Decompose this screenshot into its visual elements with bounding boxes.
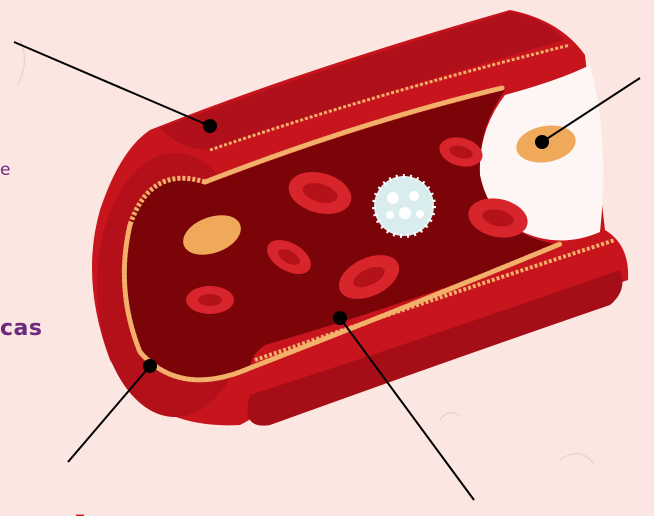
leader-dot-outer-wall (203, 119, 217, 133)
label-fragment-bottom-left: _ (76, 497, 84, 516)
leader-line-outer-wall (14, 42, 210, 126)
leader-dot-lumen (333, 311, 347, 325)
white-blood-cell (374, 176, 434, 236)
label-fragment-left-small: e (0, 160, 10, 180)
red-blood-cell (186, 286, 234, 314)
label-fragment-left-bold: cas (0, 316, 42, 341)
leader-dot-lining (143, 359, 157, 373)
leader-line-lining (68, 366, 150, 462)
leader-dot-platelet (535, 135, 549, 149)
